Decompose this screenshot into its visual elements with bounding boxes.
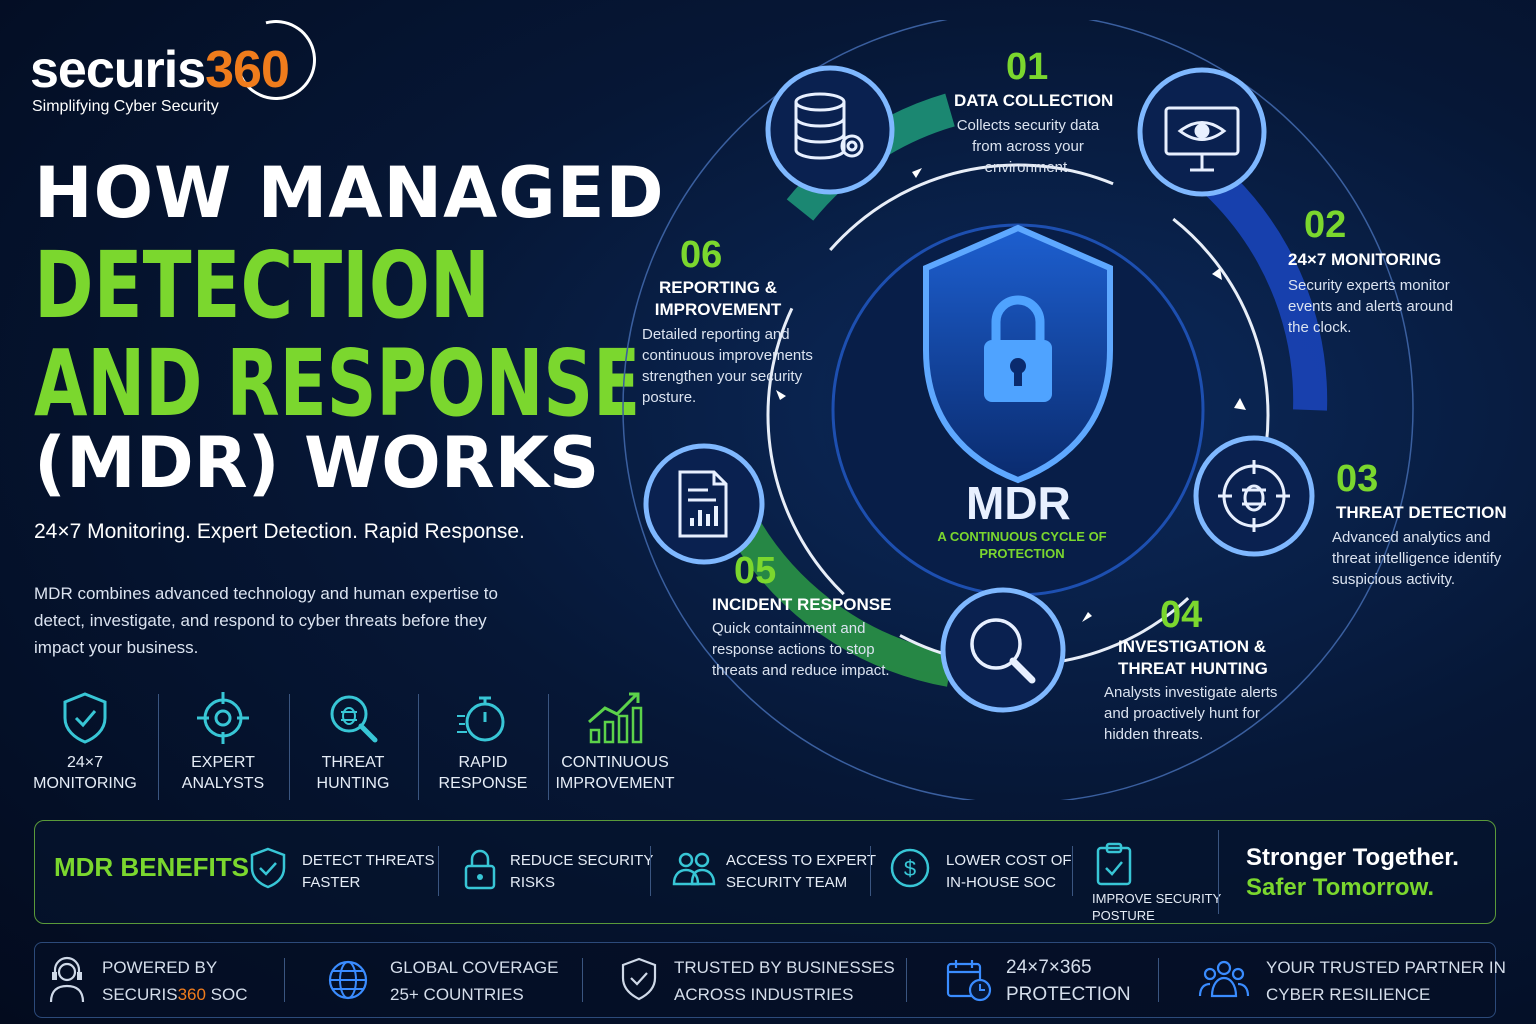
step-02-title: 24×7 MONITORING — [1288, 250, 1442, 269]
benefits-title: MDR BENEFITS — [54, 852, 249, 882]
divider — [158, 694, 159, 800]
report-icon — [678, 470, 728, 538]
slogan-line-2: Safer Tomorrow. — [1246, 874, 1435, 901]
magnifier-icon — [970, 618, 1036, 684]
step-circle-01 — [765, 65, 895, 195]
people-icon — [1198, 960, 1250, 998]
outer-ring — [622, 20, 1414, 800]
database-gear-icon — [794, 92, 864, 160]
divider — [1158, 958, 1159, 1002]
title-line-4: (MDR) WORKS — [34, 422, 600, 504]
brand-logo: securis360 — [30, 41, 290, 99]
slogan-line-1: Stronger Together. — [1246, 844, 1459, 871]
divider — [1072, 846, 1073, 896]
shield-check-icon — [621, 957, 657, 1001]
divider — [438, 846, 439, 896]
step-04-title: INVESTIGATION & THREAT HUNTING — [1118, 637, 1268, 678]
cycle-diagram — [622, 20, 1414, 800]
target-icon — [197, 692, 249, 744]
divider — [289, 694, 290, 800]
step-circle-04 — [940, 587, 1066, 713]
step-04-number: 04 — [1160, 594, 1203, 636]
subtitle: 24×7 Monitoring. Expert Detection. Rapid… — [34, 520, 525, 543]
headset-agent-icon — [49, 956, 85, 1003]
title-line-1: HOW MANAGED — [34, 152, 665, 234]
step-06-title: REPORTING & IMPROVEMENT — [654, 278, 782, 319]
monitor-eye-icon — [1164, 106, 1240, 172]
step-05-text: Quick containment and response actions t… — [712, 620, 890, 679]
step-06-text: Detailed reporting and continuous improv… — [642, 326, 813, 406]
svg-text:$: $ — [904, 856, 916, 881]
divider — [870, 846, 871, 896]
bug-search-icon — [330, 695, 378, 743]
step-03-text: Advanced analytics and threat intelligen… — [1332, 529, 1502, 588]
step-circle-03 — [1193, 435, 1315, 557]
calendar-clock-icon — [946, 960, 992, 1002]
footer-bar — [34, 942, 1496, 1018]
lock-shackle — [991, 295, 1045, 340]
globe-icon — [328, 960, 368, 1000]
center-title: MDR — [966, 477, 1071, 529]
step-05-number: 05 — [734, 550, 777, 592]
arrow-head — [1234, 398, 1246, 410]
bug-crosshair-icon — [1218, 460, 1290, 532]
brand-tagline: Simplifying Cyber Security — [32, 98, 219, 115]
arrow-ring — [766, 163, 1270, 667]
divider — [418, 694, 419, 800]
step-01-number: 01 — [1006, 46, 1049, 88]
lock-icon — [464, 849, 496, 890]
step-06-number: 06 — [680, 234, 723, 276]
step-02-text: Security experts monitor events and aler… — [1288, 277, 1454, 336]
step-04-text: Analysts investigate alerts and proactiv… — [1104, 684, 1278, 743]
step-02-number: 02 — [1304, 204, 1347, 246]
shield-check-icon — [250, 847, 286, 889]
team-icon — [672, 852, 716, 886]
arrow-head — [1082, 612, 1092, 622]
arrow-head — [912, 168, 922, 178]
divider — [906, 958, 907, 1002]
step-05-title: INCIDENT RESPONSE — [712, 595, 892, 614]
step-03-number: 03 — [1336, 458, 1379, 500]
divider — [582, 958, 583, 1002]
step-03-title: THREAT DETECTION — [1336, 503, 1507, 522]
step-01-text: Collects security data from across your … — [956, 117, 1100, 176]
divider — [650, 846, 651, 896]
description: MDR combines advanced technology and hum… — [34, 584, 498, 657]
step-circle-02 — [1137, 67, 1267, 197]
arrow-head — [1212, 268, 1222, 280]
title-line-3: AND RESPONSE — [34, 330, 641, 437]
dollar-icon: $ — [890, 848, 930, 888]
center-subtitle: A CONTINUOUS CYCLE OF PROTECTION — [937, 529, 1107, 561]
shield-check-icon — [63, 692, 107, 744]
stopwatch-icon — [457, 696, 505, 742]
divider — [284, 958, 285, 1002]
clipboard-check-icon — [1096, 842, 1132, 886]
benefits-panel — [34, 820, 1496, 924]
title-line-2: DETECTION — [34, 232, 490, 339]
step-circle-05 — [643, 443, 765, 565]
arrow-head — [776, 390, 786, 400]
step-01-title: DATA COLLECTION — [954, 91, 1114, 110]
divider — [1218, 830, 1219, 914]
growth-chart-icon — [588, 692, 643, 744]
divider — [548, 694, 549, 800]
